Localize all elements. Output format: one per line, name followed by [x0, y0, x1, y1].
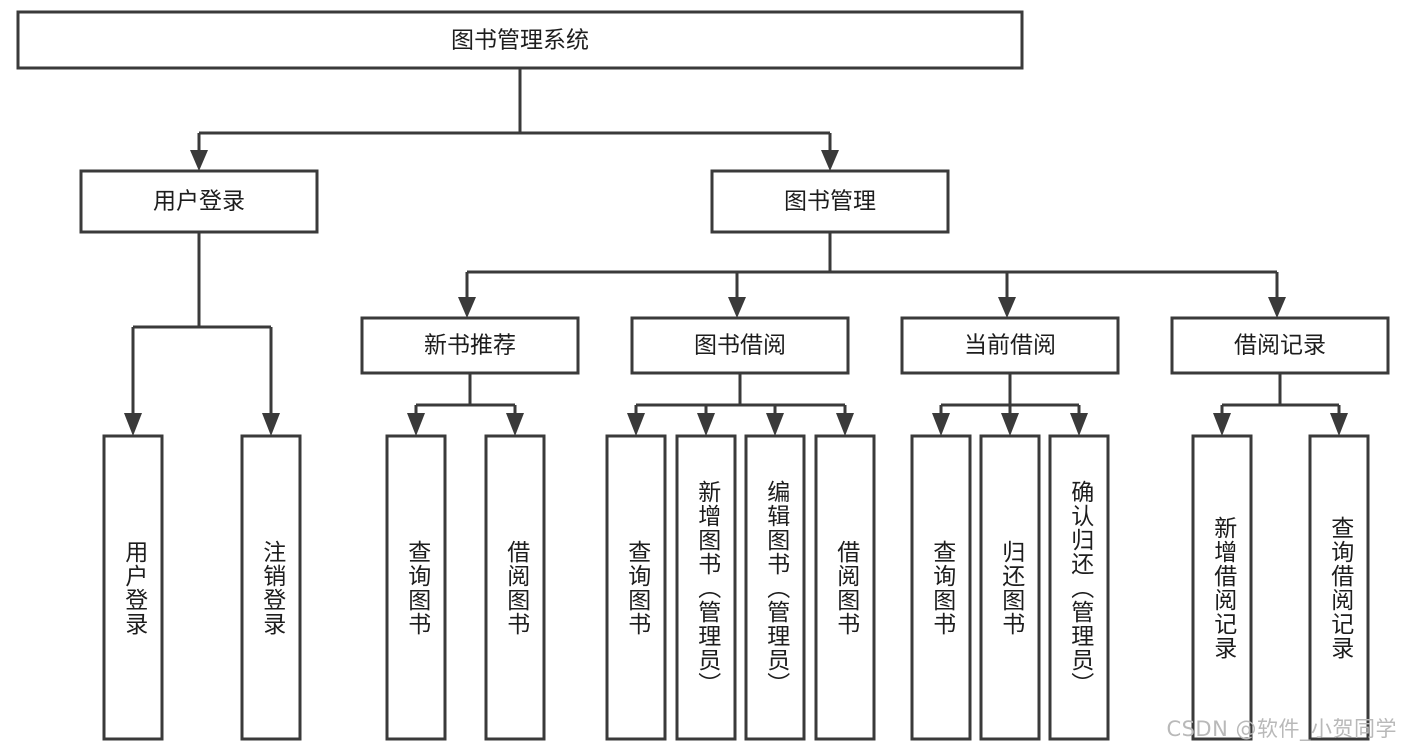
arrowhead-bookborrow-leaf-1 — [627, 413, 645, 436]
leaf-label-book-borrow-1: 查询图书 — [623, 539, 650, 636]
leaf-label-holder-borrow-record-2: 查询借阅记录 — [1310, 436, 1368, 739]
leaf-box-new-book-1[interactable] — [385, 434, 447, 741]
leaf-label-current-borrow-1: 查询图书 — [928, 539, 955, 636]
leaf-label-holder-new-book-1: 查询图书 — [387, 436, 445, 739]
arrowhead-new-book — [458, 297, 476, 318]
leaf-label-holder-new-book-2: 借阅图书 — [486, 436, 544, 739]
leaf-label-new-book-2: 借阅图书 — [502, 539, 529, 636]
leaf-box-book-borrow-1[interactable] — [605, 434, 667, 741]
leaf-label-new-book-1: 查询图书 — [403, 539, 430, 636]
node-label-user-login: 用户登录 — [153, 189, 245, 215]
leaf-box-current-borrow-2[interactable] — [979, 434, 1041, 741]
leaf-box-borrow-record-1[interactable] — [1191, 434, 1253, 741]
arrowhead-currentborrow-leaf-3 — [1070, 413, 1088, 436]
arrowhead-book-manage — [821, 150, 839, 171]
arrowhead-borrowrecord-leaf-2 — [1330, 413, 1348, 436]
leaf-box-user-login-2[interactable] — [240, 434, 302, 741]
leaf-label-borrow-record-2: 查询借阅记录 — [1326, 515, 1353, 660]
arrowhead-leaf-logout — [262, 413, 280, 436]
edges-group — [124, 68, 1348, 436]
leaf-label-holder-book-borrow-2: 新增图书（管理员） — [677, 436, 735, 739]
node-box-user-login[interactable] — [79, 169, 319, 234]
node-label-root: 图书管理系统 — [451, 28, 589, 54]
arrowhead-borrow-record — [1268, 297, 1286, 318]
arrowhead-bookborrow-leaf-4 — [836, 413, 854, 436]
arrowhead-current-borrow — [998, 297, 1016, 318]
arrowhead-bookborrow-leaf-3 — [766, 413, 784, 436]
leaf-label-book-borrow-4: 借阅图书 — [832, 539, 859, 636]
node-box-new-book-recommend[interactable] — [360, 316, 580, 375]
node-label-new-book-recommend: 新书推荐 — [424, 333, 516, 359]
leaf-label-book-borrow-2: 新增图书（管理员） — [693, 479, 720, 696]
leaf-label-holder-user-login-2: 注销登录 — [242, 436, 300, 739]
leaf-label-current-borrow-2: 归还图书 — [997, 539, 1024, 636]
node-label-current-borrow: 当前借阅 — [964, 333, 1056, 359]
leaf-box-current-borrow-3[interactable] — [1048, 434, 1110, 741]
arrowhead-newbook-leaf-1 — [407, 413, 425, 436]
leaf-box-user-login-1[interactable] — [102, 434, 164, 741]
leaf-label-holder-current-borrow-1: 查询图书 — [912, 436, 970, 739]
leaf-label-holder-current-borrow-2: 归还图书 — [981, 436, 1039, 739]
leaf-label-current-borrow-3: 确认归还（管理员） — [1066, 479, 1093, 696]
node-box-root[interactable] — [16, 10, 1024, 70]
arrowhead-borrowrecord-leaf-1 — [1213, 413, 1231, 436]
leaf-label-holder-book-borrow-1: 查询图书 — [607, 436, 665, 739]
arrowhead-book-borrow — [728, 297, 746, 318]
leaf-box-book-borrow-4[interactable] — [814, 434, 876, 741]
leaf-box-borrow-record-2[interactable] — [1308, 434, 1370, 741]
leaf-label-user-login-1: 用户登录 — [120, 539, 147, 636]
node-label-book-borrow: 图书借阅 — [694, 333, 786, 359]
node-box-book-manage[interactable] — [710, 169, 950, 234]
leaf-label-holder-book-borrow-4: 借阅图书 — [816, 436, 874, 739]
arrowhead-user-login — [190, 150, 208, 171]
leaf-box-book-borrow-3[interactable] — [744, 434, 806, 741]
leaf-label-user-login-2: 注销登录 — [258, 539, 285, 636]
arrowhead-leaf-user-login — [124, 413, 142, 436]
node-box-current-borrow[interactable] — [900, 316, 1120, 375]
node-label-borrow-record: 借阅记录 — [1234, 333, 1326, 359]
leaf-label-borrow-record-1: 新增借阅记录 — [1209, 515, 1236, 660]
leaf-label-holder-current-borrow-3: 确认归还（管理员） — [1050, 436, 1108, 739]
node-box-book-borrow[interactable] — [630, 316, 850, 375]
arrowhead-newbook-leaf-2 — [506, 413, 524, 436]
leaf-label-holder-user-login-1: 用户登录 — [104, 436, 162, 739]
node-label-book-manage: 图书管理 — [784, 189, 876, 215]
arrowhead-currentborrow-leaf-2 — [1001, 413, 1019, 436]
leaf-box-current-borrow-1[interactable] — [910, 434, 972, 741]
leaf-label-holder-borrow-record-1: 新增借阅记录 — [1193, 436, 1251, 739]
nodes-group: 图书管理系统 用户登录 图书管理 新书推荐 图书借阅 当前借阅 借阅记录 — [16, 10, 1390, 741]
arrowhead-bookborrow-leaf-2 — [697, 413, 715, 436]
node-box-borrow-record[interactable] — [1170, 316, 1390, 375]
leaf-box-book-borrow-2[interactable] — [675, 434, 737, 741]
arrowhead-currentborrow-leaf-1 — [932, 413, 950, 436]
leaf-box-new-book-2[interactable] — [484, 434, 546, 741]
leaf-label-holder-book-borrow-3: 编辑图书（管理员） — [746, 436, 804, 739]
leaf-label-book-borrow-3: 编辑图书（管理员） — [762, 479, 789, 696]
